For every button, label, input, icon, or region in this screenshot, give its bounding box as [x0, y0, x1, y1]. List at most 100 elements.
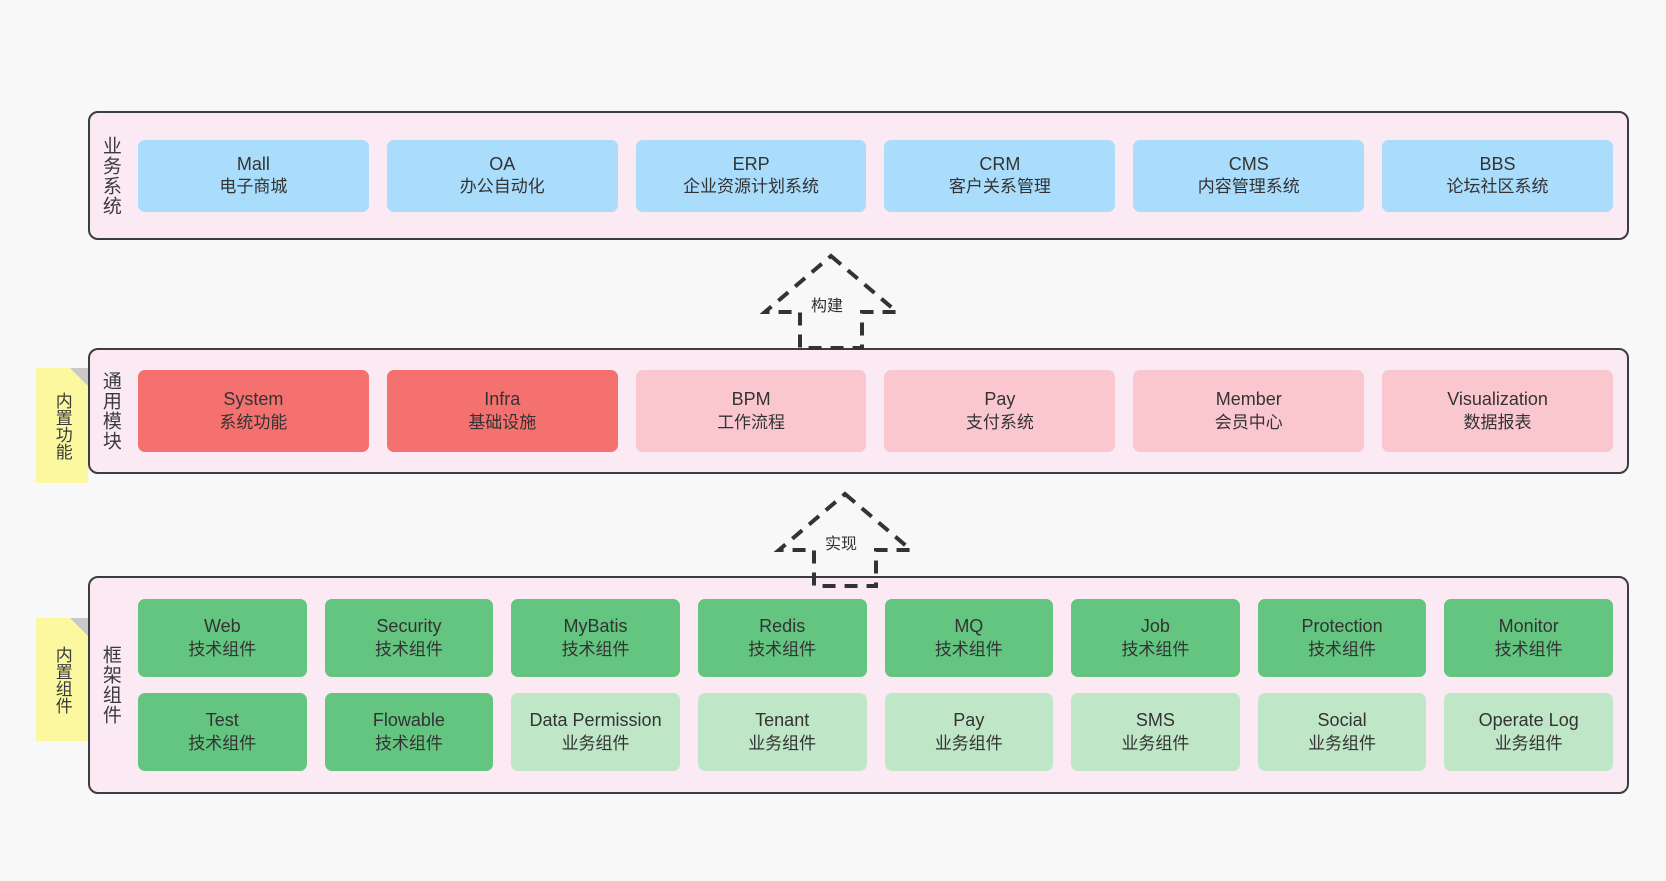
card-flowable[interactable]: Flowable 技术组件	[324, 693, 494, 771]
card-title: Pay	[953, 710, 985, 731]
card-subtitle: 业务组件	[1308, 733, 1377, 753]
card-title: Web	[203, 616, 241, 637]
card-monitor[interactable]: Monitor 技术组件	[1444, 599, 1613, 677]
card-subtitle: 电子商城	[219, 177, 288, 197]
card-tenant[interactable]: Tenant 业务组件	[697, 693, 867, 771]
card-title: Operate Log	[1478, 710, 1579, 731]
card-subtitle: 数据报表	[1463, 412, 1532, 432]
card-subtitle: 客户关系管理	[948, 177, 1051, 197]
card-erp[interactable]: ERP 企业资源计划系统	[635, 139, 867, 212]
card-row: Web 技术组件 Security 技术组件 MyBatis 技术组件 Redi…	[138, 599, 1613, 677]
card-subtitle: 技术组件	[934, 639, 1003, 659]
card-crm[interactable]: CRM 客户关系管理	[884, 139, 1116, 212]
card-title: Protection	[1301, 616, 1383, 637]
card-sms[interactable]: SMS 业务组件	[1071, 693, 1240, 771]
card-subtitle: 技术组件	[188, 733, 257, 753]
card-subtitle: 企业资源计划系统	[683, 177, 820, 197]
card-visualization[interactable]: Visualization 数据报表	[1382, 370, 1613, 452]
card-row: System 系统功能 Infra 基础设施 BPM 工作流程 Pay 支付系统…	[138, 370, 1613, 452]
sticky-note-builtin-component: 内置组件	[36, 618, 88, 741]
card-bpm[interactable]: BPM 工作流程	[635, 370, 867, 452]
card-title: BBS	[1479, 153, 1516, 174]
card-title: Member	[1215, 389, 1282, 410]
card-title: Security	[376, 616, 442, 637]
card-title: MQ	[954, 616, 984, 637]
card-title: OA	[489, 153, 516, 174]
card-subtitle: 业务组件	[1121, 733, 1190, 753]
card-title: CRM	[979, 153, 1021, 174]
card-subtitle: 系统功能	[219, 412, 288, 432]
layer-title-business-systems: 业务系统	[99, 135, 121, 216]
card-subtitle: 论坛社区系统	[1446, 177, 1549, 197]
card-protection[interactable]: Protection 技术组件	[1257, 599, 1427, 677]
layer-common-modules: 通用模块 System 系统功能 Infra 基础设施 BPM 工作流程 Pay…	[88, 348, 1629, 474]
card-subtitle: 会员中心	[1214, 412, 1283, 432]
card-oa[interactable]: OA 办公自动化	[386, 139, 618, 212]
card-title: Job	[1140, 616, 1170, 637]
card-title: ERP	[732, 153, 770, 174]
card-subtitle: 内容管理系统	[1197, 177, 1300, 197]
sticky-note-builtin-function: 内置功能	[36, 368, 88, 483]
card-subtitle: 技术组件	[1308, 639, 1377, 659]
card-redis[interactable]: Redis 技术组件	[697, 599, 867, 677]
card-title: Infra	[484, 389, 521, 410]
card-system[interactable]: System 系统功能	[138, 370, 369, 452]
card-subtitle: 技术组件	[374, 733, 443, 753]
card-infra[interactable]: Infra 基础设施	[386, 370, 618, 452]
card-mybatis[interactable]: MyBatis 技术组件	[511, 599, 680, 677]
card-test[interactable]: Test 技术组件	[138, 693, 307, 771]
card-bbs[interactable]: BBS 论坛社区系统	[1382, 139, 1613, 212]
card-subtitle: 业务组件	[748, 733, 817, 753]
card-subtitle: 技术组件	[561, 639, 630, 659]
card-subtitle: 技术组件	[1494, 639, 1563, 659]
card-title: Data Permission	[529, 710, 662, 731]
sticky-note-text: 内置功能	[52, 391, 72, 460]
card-subtitle: 工作流程	[717, 412, 786, 432]
card-title: Visualization	[1447, 389, 1548, 410]
card-title: BPM	[731, 389, 771, 410]
card-pay-business[interactable]: Pay 业务组件	[884, 693, 1054, 771]
card-row: Mall 电子商城 OA 办公自动化 ERP 企业资源计划系统 CRM 客户关系…	[138, 139, 1613, 212]
card-subtitle: 技术组件	[188, 639, 257, 659]
card-subtitle: 支付系统	[965, 412, 1034, 432]
card-subtitle: 办公自动化	[459, 177, 545, 197]
card-security[interactable]: Security 技术组件	[324, 599, 494, 677]
card-title: Monitor	[1498, 616, 1559, 637]
card-subtitle: 业务组件	[934, 733, 1003, 753]
layer-business-systems: 业务系统 Mall 电子商城 OA 办公自动化 ERP 企业资源计划系统 CRM…	[88, 111, 1629, 240]
card-subtitle: 技术组件	[748, 639, 817, 659]
layer-framework-components: 框架组件 Web 技术组件 Security 技术组件 MyBatis 技术组件…	[88, 576, 1629, 794]
card-subtitle: 技术组件	[1121, 639, 1190, 659]
sticky-note-text: 内置组件	[52, 645, 72, 714]
card-title: MyBatis	[563, 616, 628, 637]
card-title: CMS	[1228, 153, 1269, 174]
card-job[interactable]: Job 技术组件	[1071, 599, 1240, 677]
card-social[interactable]: Social 业务组件	[1257, 693, 1427, 771]
card-subtitle: 技术组件	[374, 639, 443, 659]
card-title: Mall	[236, 153, 270, 174]
card-title: Test	[205, 710, 239, 731]
card-title: Pay	[984, 389, 1016, 410]
card-mall[interactable]: Mall 电子商城	[138, 139, 369, 212]
card-operate-log[interactable]: Operate Log 业务组件	[1444, 693, 1613, 771]
layer-body-common-modules: System 系统功能 Infra 基础设施 BPM 工作流程 Pay 支付系统…	[130, 350, 1627, 472]
card-title: Social	[1317, 710, 1367, 731]
layer-title-common-modules: 通用模块	[99, 371, 121, 451]
card-cms[interactable]: CMS 内容管理系统	[1133, 139, 1365, 212]
layer-body-framework-components: Web 技术组件 Security 技术组件 MyBatis 技术组件 Redi…	[130, 578, 1627, 792]
card-data-permission[interactable]: Data Permission 业务组件	[511, 693, 680, 771]
card-title: System	[223, 389, 284, 410]
layer-body-business-systems: Mall 电子商城 OA 办公自动化 ERP 企业资源计划系统 CRM 客户关系…	[130, 113, 1627, 238]
arrow-label-build: 构建	[809, 292, 846, 316]
card-row: Test 技术组件 Flowable 技术组件 Data Permission …	[138, 693, 1613, 771]
card-subtitle: 业务组件	[561, 733, 630, 753]
card-member[interactable]: Member 会员中心	[1133, 370, 1365, 452]
card-pay[interactable]: Pay 支付系统	[884, 370, 1116, 452]
card-mq[interactable]: MQ 技术组件	[884, 599, 1054, 677]
card-title: Tenant	[755, 710, 810, 731]
card-web[interactable]: Web 技术组件	[138, 599, 307, 677]
card-title: SMS	[1135, 710, 1175, 731]
layer-title-framework-components: 框架组件	[99, 645, 121, 725]
card-subtitle: 基础设施	[468, 412, 537, 432]
